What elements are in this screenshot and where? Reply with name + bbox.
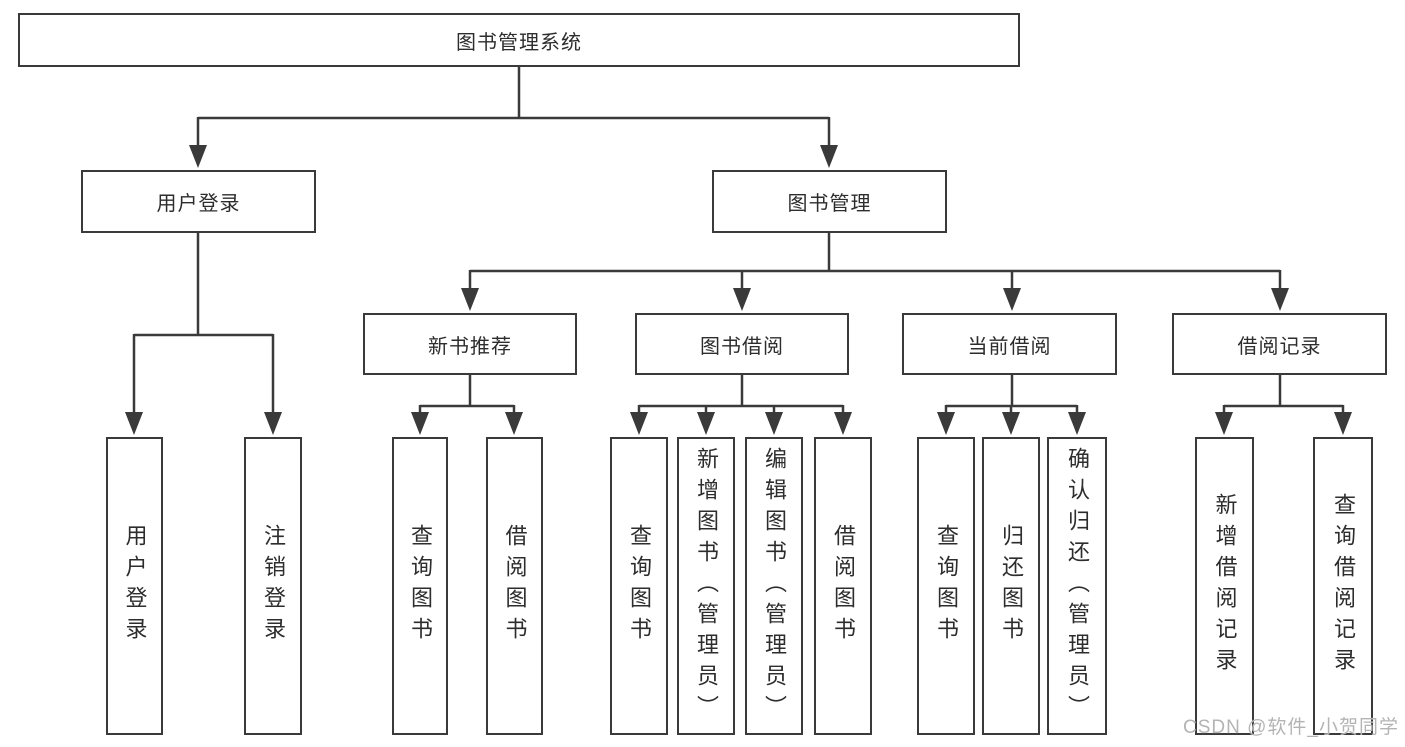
leaf-confirm-return-admin: 确认归还（管理员） (1047, 437, 1107, 735)
leaf-query-books-2: 查询图书 (610, 437, 668, 735)
node-borrow-records-label: 借阅记录 (1237, 335, 1322, 358)
leaf-edit-book-admin-label: 编辑图书（管理员） (762, 446, 787, 726)
leaf-add-book-admin: 新增图书（管理员） (677, 437, 735, 735)
node-root-label: 图书管理系统 (456, 31, 582, 54)
node-new-book-recommend-label: 新书推荐 (428, 335, 512, 358)
leaf-user-login-label: 用户登录 (122, 524, 148, 648)
node-book-borrow: 图书借阅 (635, 313, 849, 375)
leaf-query-books-3: 查询图书 (917, 437, 975, 735)
leaf-borrow-books-2-label: 借阅图书 (831, 524, 856, 648)
leaf-add-borrow-record: 新增借阅记录 (1195, 437, 1254, 735)
leaf-query-books-2-label: 查询图书 (627, 524, 652, 648)
node-user-login-label: 用户登录 (156, 193, 241, 215)
leaf-borrow-books-1-label: 借阅图书 (502, 524, 528, 648)
leaf-user-login: 用户登录 (106, 437, 163, 735)
leaf-logout-label: 注销登录 (261, 524, 286, 648)
arrowheads (125, 145, 1352, 435)
node-root: 图书管理系统 (18, 13, 1020, 67)
leaf-query-books-1-label: 查询图书 (408, 524, 433, 648)
leaf-logout: 注销登录 (244, 437, 302, 735)
leaf-query-books-3-label: 查询图书 (934, 524, 959, 648)
node-book-borrow-label: 图书借阅 (700, 335, 784, 358)
leaf-query-books-1: 查询图书 (392, 437, 448, 735)
node-user-login: 用户登录 (81, 170, 316, 233)
node-new-book-recommend: 新书推荐 (363, 313, 577, 375)
leaf-add-book-admin-label: 新增图书（管理员） (694, 446, 719, 726)
node-borrow-records: 借阅记录 (1172, 313, 1387, 375)
csdn-watermark: CSDN @软件_小贺同学 (1183, 717, 1399, 738)
leaf-return-book-label: 归还图书 (999, 524, 1024, 648)
leaf-confirm-return-admin-label: 确认归还（管理员） (1065, 446, 1090, 726)
leaf-query-borrow-record: 查询借阅记录 (1313, 437, 1373, 735)
leaf-return-book: 归还图书 (982, 437, 1040, 735)
node-current-borrow: 当前借阅 (902, 313, 1117, 375)
leaf-borrow-books-1: 借阅图书 (486, 437, 543, 735)
node-current-borrow-label: 当前借阅 (967, 335, 1052, 358)
node-book-management-label: 图书管理 (787, 193, 872, 215)
node-book-management: 图书管理 (712, 170, 947, 233)
leaf-query-borrow-record-label: 查询借阅记录 (1331, 493, 1356, 679)
leaf-edit-book-admin: 编辑图书（管理员） (745, 437, 803, 735)
leaf-add-borrow-record-label: 新增借阅记录 (1212, 493, 1238, 679)
leaf-borrow-books-2: 借阅图书 (814, 437, 872, 735)
